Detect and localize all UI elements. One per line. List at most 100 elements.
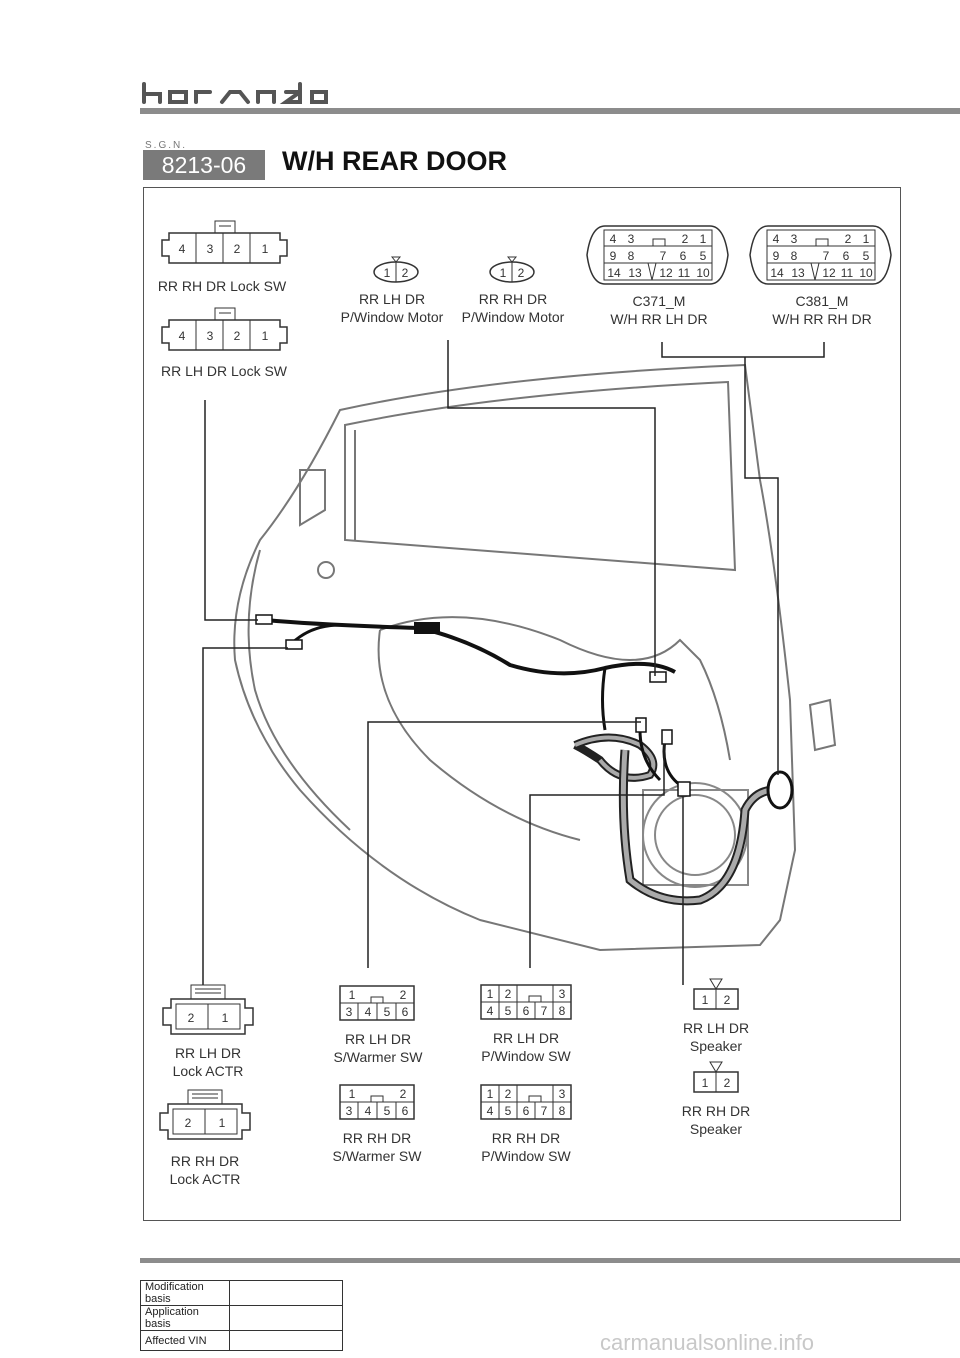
connector-label: Lock ACTR [170,1171,241,1187]
connector-label: RR RH DR [171,1153,239,1169]
pin: 1 [702,1076,709,1090]
pin: 7 [541,1104,548,1118]
rr-lh-dr-lock-actr-connector: 2 1 RR LH DR Lock ACTR [162,984,254,1079]
rr-rh-dr-warmer-sw-connector: 1 2 3 4 5 6 RR RH DR S/Warmer SW [333,1084,423,1164]
pin: 2 [845,232,852,246]
pin: 3 [559,1087,566,1101]
pin: 1 [487,1087,494,1101]
connector-label: RR RH DR Lock SW [158,278,287,294]
rr-lh-dr-lock-sw-connector: 4 3 2 1 RR LH DR Lock SW [161,307,288,379]
pin: 1 [700,232,707,246]
pin: 4 [365,1005,372,1019]
pin: 2 [185,1116,192,1130]
connector-label: RR LH DR [493,1030,559,1046]
pin: 3 [791,232,798,246]
rr-lh-dr-warmer-sw-connector: 1 2 3 4 5 6 RR LH DR S/Warmer SW [334,985,424,1065]
pin: 2 [188,1011,195,1025]
pin: 4 [365,1104,372,1118]
rr-rh-dr-pw-sw-connector: 1 2 3 4 5 6 7 8 RR RH DR P/Window SW [480,1084,572,1164]
table-key: Application basis [140,1305,230,1331]
table-key: Affected VIN [140,1330,230,1351]
table-row: Modification basis [140,1280,343,1306]
pin: 4 [179,329,186,343]
pin: 5 [384,1104,391,1118]
harness [255,614,794,906]
pin: 3 [207,242,214,256]
pin: 6 [402,1104,409,1118]
pin: 2 [234,242,241,256]
pin: 8 [628,249,635,263]
pin: 2 [400,988,407,1002]
pin: 14 [607,266,621,280]
pin: 3 [346,1005,353,1019]
pin: 12 [659,266,673,280]
connector-label: P/Window SW [481,1048,571,1064]
pin: 2 [402,266,409,280]
pin: 7 [660,249,667,263]
pin: 9 [610,249,617,263]
door-outline [233,363,837,952]
pin: 4 [773,232,780,246]
table-row: Application basis [140,1305,343,1331]
pin: 1 [702,993,709,1007]
pin: 11 [678,266,691,280]
page-title: W/H REAR DOOR [282,146,507,176]
pin: 1 [863,232,870,246]
pin: 4 [179,242,186,256]
rr-rh-dr-speaker-connector: 1 2 RR RH DR Speaker [682,1061,750,1137]
rr-rh-dr-lock-sw-connector: 4 3 2 1 RR RH DR Lock SW [158,220,288,294]
pin: 1 [262,329,269,343]
pin: 1 [384,266,391,280]
pin: 7 [541,1004,548,1018]
pin: 2 [505,987,512,1001]
diagram-frame [143,187,901,1221]
pin: 5 [505,1104,512,1118]
connector-label: RR LH DR [345,1031,411,1047]
pin: 6 [680,249,687,263]
pin: 1 [500,266,507,280]
pin: 3 [207,329,214,343]
pin: 5 [505,1004,512,1018]
rr-lh-dr-speaker-connector: 1 2 RR LH DR Speaker [683,978,749,1054]
table-key: Modification basis [140,1280,230,1306]
connector-label: Lock ACTR [173,1063,244,1079]
pin: 4 [487,1004,494,1018]
pin: 1 [349,988,356,1002]
pin: 13 [628,266,642,280]
pin: 2 [400,1087,407,1101]
c371-connector: 4 3 2 1 9 8 7 6 5 14 13 12 11 10 C371_M … [586,225,729,327]
speaker-outline [642,782,749,888]
pin: 6 [402,1005,409,1019]
connector-label: RR LH DR [683,1020,749,1036]
connector-label: S/Warmer SW [333,1148,423,1164]
connector-label: W/H RR LH DR [610,311,707,327]
section-code-badge: 8213-06 [143,150,265,180]
pin: 7 [823,249,830,263]
pin: 5 [384,1005,391,1019]
sgn-label: S.G.N. [145,140,188,151]
rr-lh-dr-pw-motor-connector: 1 2 RR LH DR P/Window Motor [341,256,444,325]
pin: 5 [700,249,707,263]
table-value [229,1330,343,1351]
connector-label: P/Window Motor [341,309,444,325]
pin: 10 [696,266,710,280]
pin: 14 [770,266,784,280]
pin: 2 [724,1076,731,1090]
pin: 5 [863,249,870,263]
pin: 2 [505,1087,512,1101]
pin: 8 [559,1104,566,1118]
connector-label: C371_M [633,293,686,309]
c381-connector: 4 3 2 1 9 8 7 6 5 14 13 12 11 10 C381_M … [749,225,892,327]
connector-label: S/Warmer SW [334,1049,424,1065]
pin: 6 [523,1004,530,1018]
modification-table: Modification basis Application basis Aff… [140,1280,343,1351]
connector-label: P/Window Motor [462,309,565,325]
header-rule [140,108,960,114]
korando-logo [142,82,328,104]
connector-label: RR RH DR [492,1130,560,1146]
connector-label: P/Window SW [481,1148,571,1164]
pin: 2 [682,232,689,246]
pin: 9 [773,249,780,263]
connector-label: Speaker [690,1038,742,1054]
